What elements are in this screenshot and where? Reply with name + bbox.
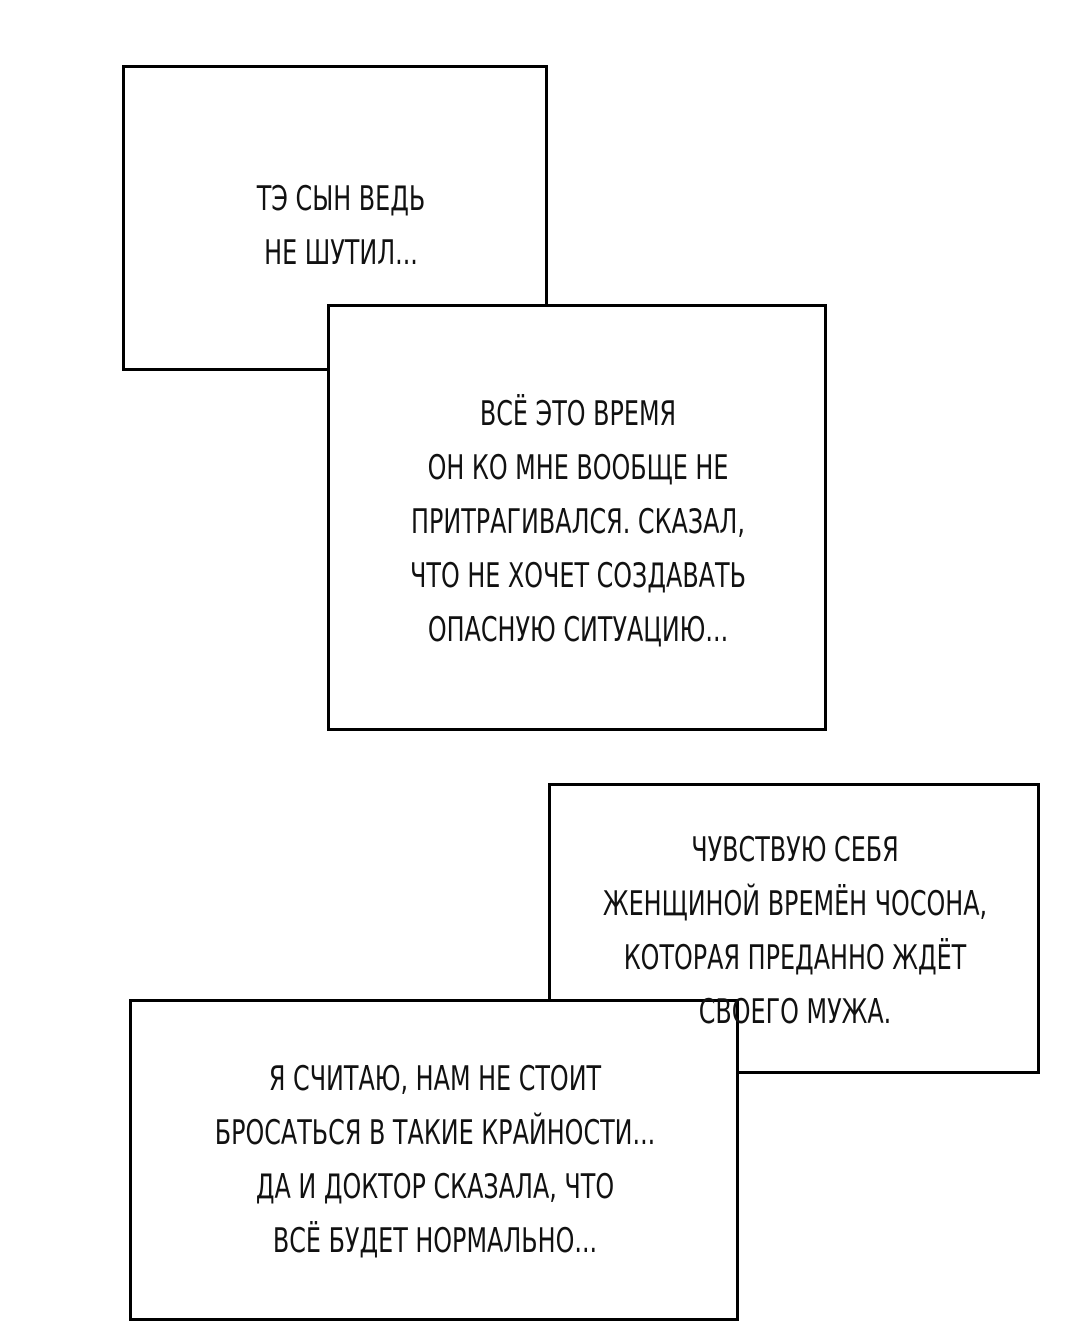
caption-4-line-4: ВСЁ БУДЕТ НОРМАЛЬНО... <box>272 1221 598 1261</box>
caption-text-1: ТЭ СЫН ВЕДЬ НЕ ШУТИЛ... <box>239 172 443 280</box>
caption-3-line-1: ЧУВСТВУЮ СЕБЯ <box>691 830 899 870</box>
caption-box-2 <box>327 304 827 731</box>
caption-4-line-2: БРОСАТЬСЯ В ТАКИЕ КРАЙНОСТИ... <box>214 1113 656 1153</box>
caption-4-line-3: ДА И ДОКТОР СКАЗАЛА, ЧТО <box>255 1167 615 1207</box>
caption-3-line-2: ЖЕНЩИНОЙ ВРЕМЁН ЧОСОНА, <box>602 884 988 924</box>
caption-2-line-3: ПРИТРАГИВАЛСЯ. СКАЗАЛ, <box>411 502 745 542</box>
caption-2-line-5: ОПАСНУЮ СИТУАЦИЮ... <box>427 610 729 650</box>
caption-2-line-4: ЧТО НЕ ХОЧЕТ СОЗДАВАТЬ <box>410 556 746 596</box>
caption-3-line-3: КОТОРАЯ ПРЕДАННО ЖДЁТ <box>623 938 967 978</box>
caption-2-line-1: ВСЁ ЭТО ВРЕМЯ <box>479 394 677 434</box>
caption-text-3: ЧУВСТВУЮ СЕБЯ ЖЕНЩИНОЙ ВРЕМЁН ЧОСОНА, КО… <box>596 823 994 1039</box>
caption-1-line-2: НЕ ШУТИЛ... <box>264 233 418 273</box>
caption-text-4: Я СЧИТАЮ, НАМ НЕ СТОИТ БРОСАТЬСЯ В ТАКИЕ… <box>201 1052 669 1268</box>
caption-3-line-4: СВОЕГО МУЖА. <box>698 992 892 1032</box>
caption-text-2: ВСЁ ЭТО ВРЕМЯ ОН КО МНЕ ВООБЩЕ НЕ ПРИТРА… <box>375 387 781 657</box>
box-merge-1 <box>330 307 545 368</box>
caption-4-line-1: Я СЧИТАЮ, НАМ НЕ СТОИТ <box>268 1059 602 1099</box>
box-merge-2 <box>551 1002 736 1071</box>
caption-1-line-1: ТЭ СЫН ВЕДЬ <box>256 179 426 219</box>
caption-2-line-2: ОН КО МНЕ ВООБЩЕ НЕ <box>427 448 729 488</box>
